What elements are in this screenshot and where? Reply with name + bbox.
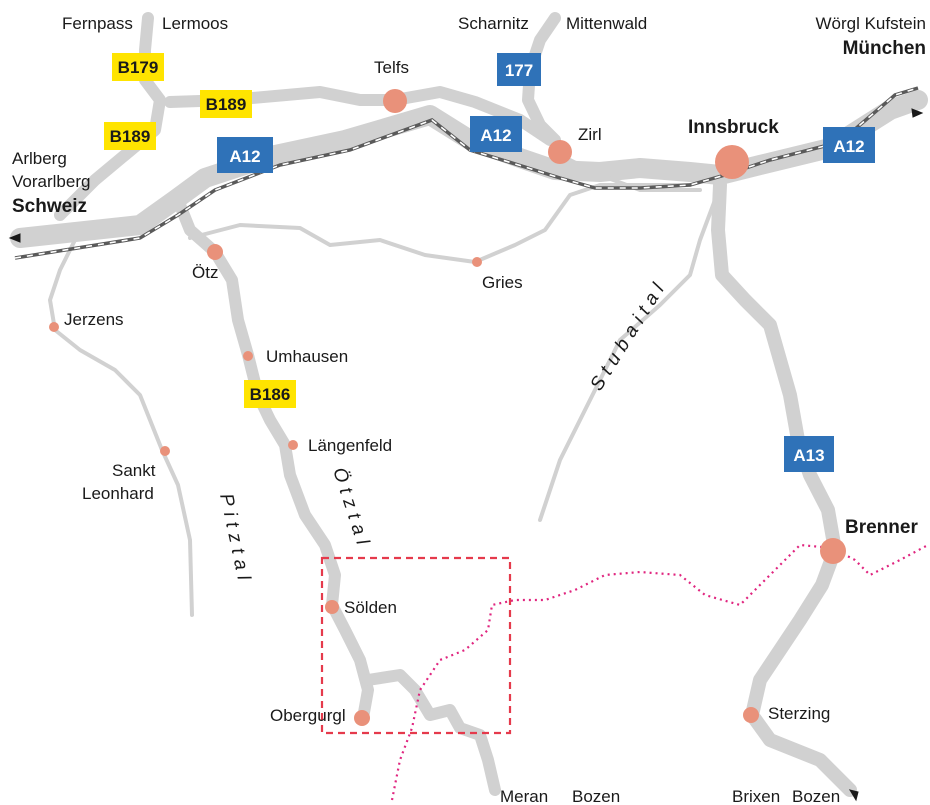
dot-oetz (207, 244, 223, 260)
svg-text:A12: A12 (229, 147, 260, 166)
svg-text:B179: B179 (118, 58, 159, 77)
arrow-east-icon (911, 108, 924, 118)
shield-b186: B186 (244, 380, 296, 408)
road-gries (188, 183, 692, 264)
shield-b179: B179 (112, 53, 164, 81)
label-telfs: Telfs (374, 58, 409, 77)
label-arlberg: Arlberg (12, 149, 67, 168)
dot-innsbruck (715, 145, 749, 179)
shield-b189-north: B189 (200, 90, 252, 118)
federal-shields: B179 B189 B189 B186 (104, 53, 296, 408)
rail-line (14, 86, 919, 260)
dot-umhausen (243, 351, 253, 361)
label-muenchen: München (843, 38, 926, 59)
dot-obergurgl (354, 710, 370, 726)
label-fernpass: Fernpass (62, 14, 133, 33)
dot-jerzens (49, 322, 59, 332)
direction-arrows (8, 108, 924, 802)
dot-zirl (548, 140, 572, 164)
road-stubaital (538, 198, 717, 522)
svg-text:A13: A13 (793, 446, 824, 465)
town-dots (49, 89, 846, 726)
label-bozen-1: Bozen (572, 787, 620, 805)
dot-soelden (325, 600, 339, 614)
road-a13 (711, 178, 857, 797)
label-vorarlberg: Vorarlberg (12, 172, 90, 191)
road-innsbruck-link (558, 153, 702, 192)
label-oetztal: Ötztal (328, 465, 374, 553)
rail-ties (14, 87, 919, 259)
label-oetz: Ötz (192, 263, 218, 282)
arrow-south-icon (848, 789, 859, 802)
label-jerzens: Jerzens (64, 310, 124, 329)
railway (14, 86, 919, 260)
place-labels: Fernpass Lermoos Scharnitz Mittenwald Wö… (12, 14, 926, 805)
label-soelden: Sölden (344, 598, 397, 617)
label-bozen-2: Bozen (792, 787, 840, 805)
shield-177: 177 (497, 53, 541, 86)
label-innsbruck: Innsbruck (688, 117, 779, 138)
label-brixen: Brixen (732, 787, 780, 805)
label-leonhard: Leonhard (82, 484, 154, 503)
dot-laengenfeld (288, 440, 298, 450)
label-stubaital: Stubaital (586, 275, 672, 395)
svg-text:B189: B189 (110, 127, 151, 146)
shield-b189-west: B189 (104, 122, 156, 150)
road-a12 (10, 90, 928, 248)
svg-text:B189: B189 (206, 95, 247, 114)
dot-gries (472, 257, 482, 267)
label-zirl: Zirl (578, 125, 602, 144)
svg-text:B186: B186 (250, 385, 291, 404)
shield-a12-mid: A12 (470, 116, 522, 152)
label-umhausen: Umhausen (266, 347, 348, 366)
arrow-west-icon (8, 233, 21, 243)
detail-frame (320, 556, 512, 735)
label-gries: Gries (482, 273, 523, 292)
label-brenner: Brenner (845, 517, 918, 538)
road-oetztal-south (362, 669, 501, 796)
label-woergl-kufstein: Wörgl Kufstein (815, 14, 926, 33)
label-pitztal: Pitztal (215, 492, 255, 588)
road-network (10, 12, 928, 797)
dot-sterzing (743, 707, 759, 723)
road-pitztal (48, 238, 194, 617)
dot-brenner (820, 538, 846, 564)
label-scharnitz: Scharnitz (458, 14, 529, 33)
label-lermoos: Lermoos (162, 14, 228, 33)
label-mittenwald: Mittenwald (566, 14, 647, 33)
border-line (390, 543, 929, 801)
label-sterzing: Sterzing (768, 704, 830, 723)
road-oetztal (174, 199, 374, 724)
shield-a13: A13 (784, 436, 834, 472)
dot-telfs (383, 89, 407, 113)
svg-text:A12: A12 (833, 137, 864, 156)
motorway-shields: A12 A12 A12 A13 177 (217, 53, 875, 472)
label-sankt: Sankt (112, 461, 156, 480)
shield-a12-west: A12 (217, 137, 273, 173)
label-obergurgl: Obergurgl (270, 706, 346, 725)
svg-text:A12: A12 (480, 126, 511, 145)
svg-text:177: 177 (505, 61, 533, 80)
label-meran: Meran (500, 787, 548, 805)
dot-sankt-leonhard (160, 446, 170, 456)
label-schweiz: Schweiz (12, 196, 87, 217)
shield-a12-east: A12 (823, 127, 875, 163)
label-laengenfeld: Längenfeld (308, 436, 392, 455)
